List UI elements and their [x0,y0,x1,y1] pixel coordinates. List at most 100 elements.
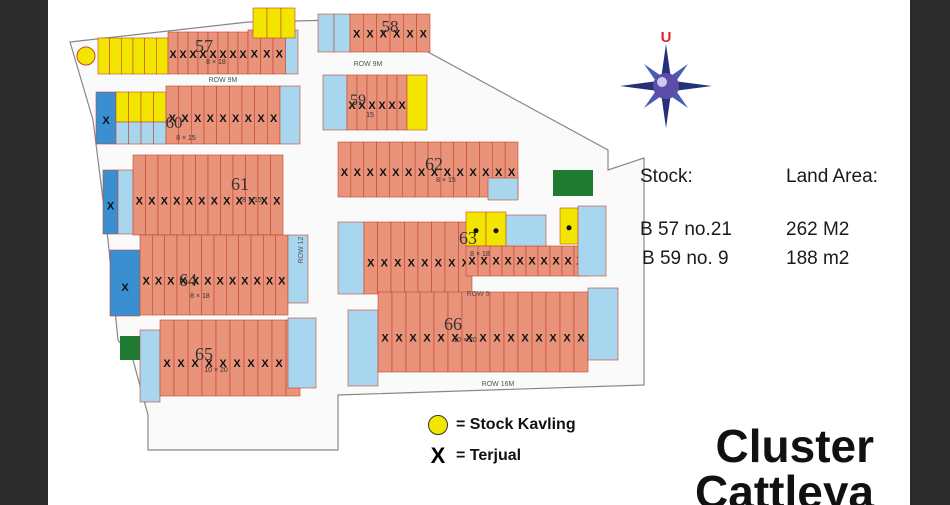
compass-center [653,73,679,99]
legend-sold: X = Terjual [428,445,521,467]
sold-mark: X [444,167,452,179]
stock-dot [473,228,479,234]
sold-mark: X [552,256,560,268]
block-61-number: 61 [231,174,249,194]
block-57-west [97,37,169,75]
sold-mark: X [540,256,548,268]
title-line-1: Cluster [715,420,874,472]
sold-mark: X [161,196,169,208]
sold-mark: X [148,196,156,208]
sold-mark: X [236,196,244,208]
sold-mark: X [169,113,177,125]
sold-mark: X [266,276,274,288]
sold-mark: X [451,333,459,345]
lot [347,309,379,387]
lot [156,37,169,75]
sold-mark: X [504,256,512,268]
sold-mark: X [163,358,171,370]
lot [121,37,134,75]
lot [337,221,365,295]
sold-mark: X [136,196,144,208]
lot [279,85,301,145]
sold-mark: X [495,167,503,179]
lot [97,37,110,75]
lot [577,205,607,277]
block-60-stock [115,91,167,123]
sold-mark: X [261,196,269,208]
lot [132,37,145,75]
sold-mark: X [270,113,278,125]
sold-mark: X [223,196,231,208]
sold-mark: X [577,333,585,345]
sold-mark: X [482,167,490,179]
sold-mark: X [405,167,413,179]
block-65-east [287,317,317,389]
block-57-dims: 8 × 18 [206,59,226,66]
sold-mark: X [521,333,529,345]
sold-mark: X [528,256,536,268]
lot [280,7,296,39]
legend-stock-label: = Stock Kavling [456,416,576,433]
sold-mark: X [366,29,374,41]
sold-mark: X [437,333,445,345]
stock-dot [566,225,572,231]
block-65-dims: 10 × 20 [204,367,228,374]
stock-item-1-unit: B 57 no.21 [640,219,732,240]
lot [153,121,167,145]
sold-mark: X [179,49,187,61]
sold-mark: X [379,167,387,179]
sold-mark: X [232,113,240,125]
sold-mark: X [392,167,400,179]
sold-mark: X [564,256,572,268]
sold-mark: X [492,256,500,268]
lot [115,91,129,123]
sold-mark: X [181,113,189,125]
block-64-dims: 8 × 18 [190,293,210,300]
sold-mark: X [233,358,241,370]
lot [128,121,142,145]
sold-mark: X [469,167,477,179]
sold-mark: X [435,258,443,270]
sold-mark: X [192,276,200,288]
stock-item-2-unit: B 59 no. 9 [642,248,729,269]
sold-mark: X [381,258,389,270]
block-57-top-stock [252,7,296,39]
compass-north-label: U [661,29,672,46]
sold-mark: X [480,256,488,268]
block-60-open: X [95,91,117,145]
block-58-number: 58 [382,17,399,36]
block-63-open [337,221,365,295]
sold-mark: X [219,113,227,125]
block-66-open [347,309,379,387]
block-60-open-row [115,121,167,145]
sold-mark: X [275,358,283,370]
lot [406,74,428,131]
sold-mark: X [177,358,185,370]
sold-mark: X [207,113,215,125]
sold-mark: X [219,358,227,370]
lot [416,13,431,53]
sold-mark: X [507,333,515,345]
sold-mark: X [198,196,206,208]
block-65-open [139,329,161,403]
sold-mark: X [199,49,207,61]
block-61-open: X [102,169,134,235]
sold-mark: X [388,100,396,112]
block-63-stock [465,211,507,247]
lot [144,37,157,75]
sold-mark: X [107,201,115,213]
road-label: ROW 12 [298,236,305,263]
lot [115,121,129,145]
sold-mark: X [179,276,187,288]
